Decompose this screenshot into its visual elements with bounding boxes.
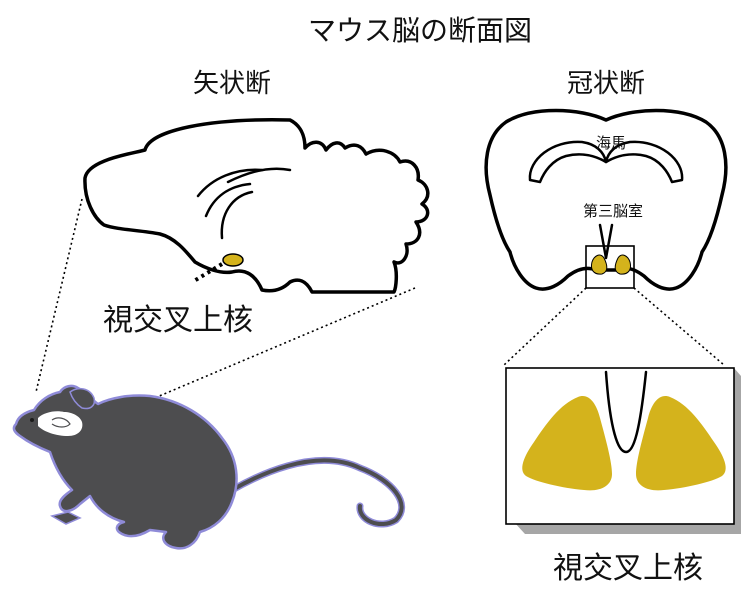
coronal-brain-outline bbox=[484, 108, 728, 291]
diagram-title: マウス脳の断面図 bbox=[308, 14, 532, 47]
coronal-scn-left bbox=[591, 254, 608, 275]
sagittal-heading: 矢状断 bbox=[193, 69, 271, 99]
sagittal-brain-outline bbox=[83, 118, 430, 294]
sagittal-inner-curve-2 bbox=[204, 182, 252, 218]
sagittal-scn-highlight bbox=[222, 253, 244, 267]
magnify-guide-right bbox=[633, 287, 725, 366]
mouse-body bbox=[12, 384, 238, 550]
mouse-eye bbox=[30, 418, 34, 422]
sagittal-brain-section bbox=[83, 118, 430, 294]
coronal-heading: 冠状断 bbox=[567, 69, 645, 99]
mouse-ear bbox=[69, 387, 96, 410]
hippocampus-label: 海馬 bbox=[596, 134, 626, 152]
panel-scn-right bbox=[636, 396, 726, 491]
mouse-illustration bbox=[12, 384, 405, 550]
sagittal-scn-pointer bbox=[192, 262, 224, 283]
coronal-magnify-box bbox=[585, 245, 635, 289]
magnify-guide-left bbox=[503, 287, 587, 366]
mouse-front-foot bbox=[50, 511, 82, 525]
mouse-tail-core bbox=[206, 458, 404, 526]
mouse-head-brain-detail bbox=[51, 417, 71, 428]
magnified-scn-label: 視交叉上核 bbox=[553, 551, 703, 586]
sagittal-inner-curve-1 bbox=[196, 168, 264, 198]
coronal-brain-section bbox=[484, 108, 728, 291]
panel-scn-left bbox=[522, 396, 612, 491]
mouse-head-brain-inset bbox=[38, 411, 83, 436]
guide-line-left bbox=[35, 198, 83, 393]
sagittal-inner-curve-4 bbox=[226, 167, 292, 184]
sagittal-inner-curve-3 bbox=[220, 190, 254, 240]
coronal-third-ventricle bbox=[598, 223, 614, 260]
panel-third-ventricle bbox=[604, 370, 648, 454]
third-ventricle-label: 第三脳室 bbox=[583, 202, 643, 220]
enlarged-scn-panel bbox=[505, 367, 741, 534]
coronal-scn-right bbox=[614, 254, 631, 275]
coronal-hippocampus-right bbox=[604, 140, 684, 184]
sagittal-scn-label: 視交叉上核 bbox=[103, 303, 253, 338]
